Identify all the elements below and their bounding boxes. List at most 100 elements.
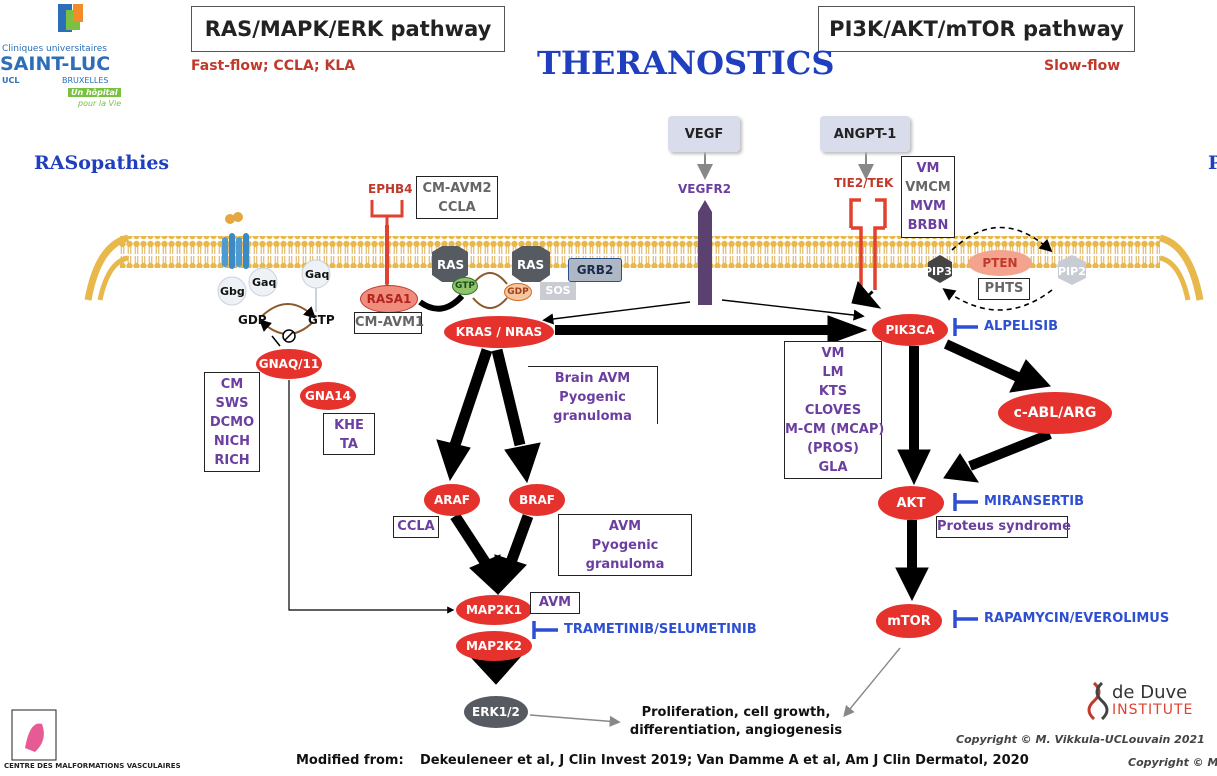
- grb2-box: GRB2: [568, 258, 622, 282]
- pten-node: PTEN: [968, 250, 1032, 276]
- disease-box-rasa1: CM-AVM1: [354, 312, 425, 334]
- disease-item: NICH: [213, 434, 251, 449]
- pi3k-flow-subtitle: Slow-flow: [1044, 58, 1121, 74]
- disease-item: CLOVES: [804, 403, 862, 418]
- disease-box-araf: CCLA: [393, 516, 439, 538]
- disease-item: KTS: [818, 384, 848, 399]
- node-map2k2: MAP2K2: [456, 631, 532, 661]
- gtp-badge: GTP: [452, 277, 478, 295]
- disease-item: TA: [340, 437, 358, 452]
- saint-luc-logo: Cliniques universitaires SAINT-LUC UCL B…: [0, 40, 140, 110]
- drug-miransertib: MIRANSERTIB: [984, 494, 1085, 509]
- disease-item: CM-AVM2: [422, 181, 492, 196]
- outcome-line: differentiation, angiogenesis: [629, 723, 843, 738]
- ras-pathway-title: RAS/MAPK/ERK pathway: [191, 6, 505, 52]
- logo-line1: Cliniques universitaires: [2, 44, 107, 54]
- disease-item: CCLA: [438, 200, 476, 215]
- disease-box-pik3ca: VM LM KTS CLOVES M-CM (MCAP) (PROS) GLA: [784, 341, 885, 479]
- disease-box-braf: AVM Pyogenic granuloma: [558, 514, 692, 576]
- disease-item: VM: [916, 161, 940, 176]
- logo-line2: SAINT-LUC: [0, 53, 111, 75]
- logo-tag1: Un hôpital: [68, 88, 121, 97]
- node-gnaq: GNAQ/11: [256, 349, 322, 379]
- node-erk: ERK1/2: [472, 705, 520, 719]
- gbg-label: Gbg: [220, 285, 245, 298]
- disease-item: granuloma: [585, 557, 665, 572]
- disease-box-akt: Proteus syndrome: [936, 516, 1071, 538]
- node-pik3ca: PIK3CA: [872, 314, 948, 346]
- page-title: THERANOSTICS: [537, 44, 835, 82]
- disease-item: VM: [821, 346, 845, 361]
- deduve-name: de Duve: [1112, 682, 1188, 703]
- drug-alpelisib: ALPELISIB: [984, 319, 1058, 334]
- disease-item: CM: [220, 377, 244, 392]
- node-mtor: mTOR: [876, 604, 942, 638]
- saint-luc-logo-mark: [58, 4, 83, 32]
- disease-item: CM-AVM1: [355, 315, 425, 330]
- disease-box-ephb4: CM-AVM2 CCLA: [416, 176, 498, 219]
- copyright-main: Copyright © M. Vikkula-UCLouvain 2021: [956, 733, 1205, 746]
- disease-item: CCLA: [397, 519, 435, 534]
- disease-box-kras: Brain AVM Pyogenic granuloma: [528, 366, 658, 424]
- tie2-label: TIE2/TEK: [834, 176, 894, 190]
- ras-label-2: RAS: [517, 258, 545, 272]
- ephb4-label: EPHB4: [368, 182, 413, 196]
- cmv-logo-mark: [11, 709, 57, 761]
- node-kras-nras: KRAS / NRAS: [444, 316, 554, 348]
- deduve-institute: INSTITUTE: [1112, 702, 1194, 718]
- disease-item: M-CM (MCAP): [785, 422, 885, 437]
- angpt1-ligand: ANGPT-1: [820, 116, 910, 152]
- pi3k-pathway-title: PI3K/AKT/mTOR pathway: [818, 6, 1135, 52]
- outcome-text: Proliferation, cell growth, differentiat…: [626, 704, 846, 740]
- drug-trametinib-selumetinib: TRAMETINIB/SELUMETINIB: [564, 622, 757, 637]
- disease-item: RICH: [214, 453, 250, 468]
- disease-box-gna14: KHE TA: [323, 413, 375, 455]
- disease-box-map2k1: AVM: [530, 592, 580, 614]
- gtp-label: GTP: [308, 313, 335, 327]
- ras-label-1: RAS: [437, 258, 465, 272]
- disease-box-tie2: VM VMCM MVM BRBN: [901, 156, 955, 238]
- gaq-label-1: Gaq: [252, 276, 277, 289]
- disease-item: LM: [822, 365, 844, 380]
- vegfr2-label: VEGFR2: [678, 182, 732, 196]
- logo-bruxelles: BRUXELLES: [62, 76, 109, 85]
- disease-item: Pyogenic: [559, 390, 626, 405]
- gdp-badge: GDP: [504, 283, 532, 301]
- disease-item: Proteus syndrome: [937, 519, 1071, 534]
- node-rasa1: RASA1: [360, 285, 418, 313]
- disease-item: KHE: [334, 418, 364, 433]
- vegf-ligand: VEGF: [668, 116, 740, 152]
- ras-flow-subtitle: Fast-flow; CCLA; KLA: [191, 58, 356, 74]
- copyright-partial: Copyright © M.: [1128, 756, 1217, 769]
- disease-box-pten: PHTS: [978, 278, 1030, 300]
- disease-item: Pyogenic: [591, 538, 659, 553]
- gaq-label-2: Gaq: [305, 268, 330, 281]
- disease-item: MVM: [910, 199, 946, 214]
- inhibitor-symbols: [532, 318, 978, 639]
- disease-item: AVM: [538, 595, 572, 610]
- disease-item: VMCM: [905, 180, 951, 195]
- gpcr-receptor: [222, 212, 249, 269]
- signal-arrows: [436, 280, 1052, 685]
- disease-item: Brain AVM: [554, 371, 631, 386]
- node-araf: ARAF: [424, 484, 480, 516]
- outcome-line: Proliferation, cell growth,: [641, 705, 831, 720]
- disease-item: DCMO: [209, 415, 255, 430]
- node-gna14: GNA14: [300, 382, 356, 410]
- disease-box-gnaq: CM SWS DCMO NICH RICH: [204, 372, 260, 472]
- logo-tag2: pour la Vie: [78, 99, 122, 108]
- disease-item: AVM: [608, 519, 642, 534]
- disease-item: SWS: [215, 396, 249, 411]
- node-braf: BRAF: [509, 484, 565, 516]
- gdp-label: GDP: [238, 313, 267, 327]
- node-akt: AKT: [878, 486, 944, 520]
- disease-item: PHTS: [984, 281, 1024, 296]
- references: Dekeuleneer et al, J Clin Invest 2019; V…: [420, 753, 1029, 768]
- right-section-heading-partial: P: [1208, 152, 1217, 174]
- modified-from-label: Modified from:: [296, 753, 404, 768]
- disease-item: granuloma: [553, 409, 632, 424]
- node-map2k1: MAP2K1: [456, 595, 532, 625]
- deduve-logo-mark: [1087, 681, 1109, 721]
- drug-rapamycin-everolimus: RAPAMYCIN/EVEROLIMUS: [984, 611, 1170, 626]
- rasopathies-heading: RASopathies: [34, 152, 170, 174]
